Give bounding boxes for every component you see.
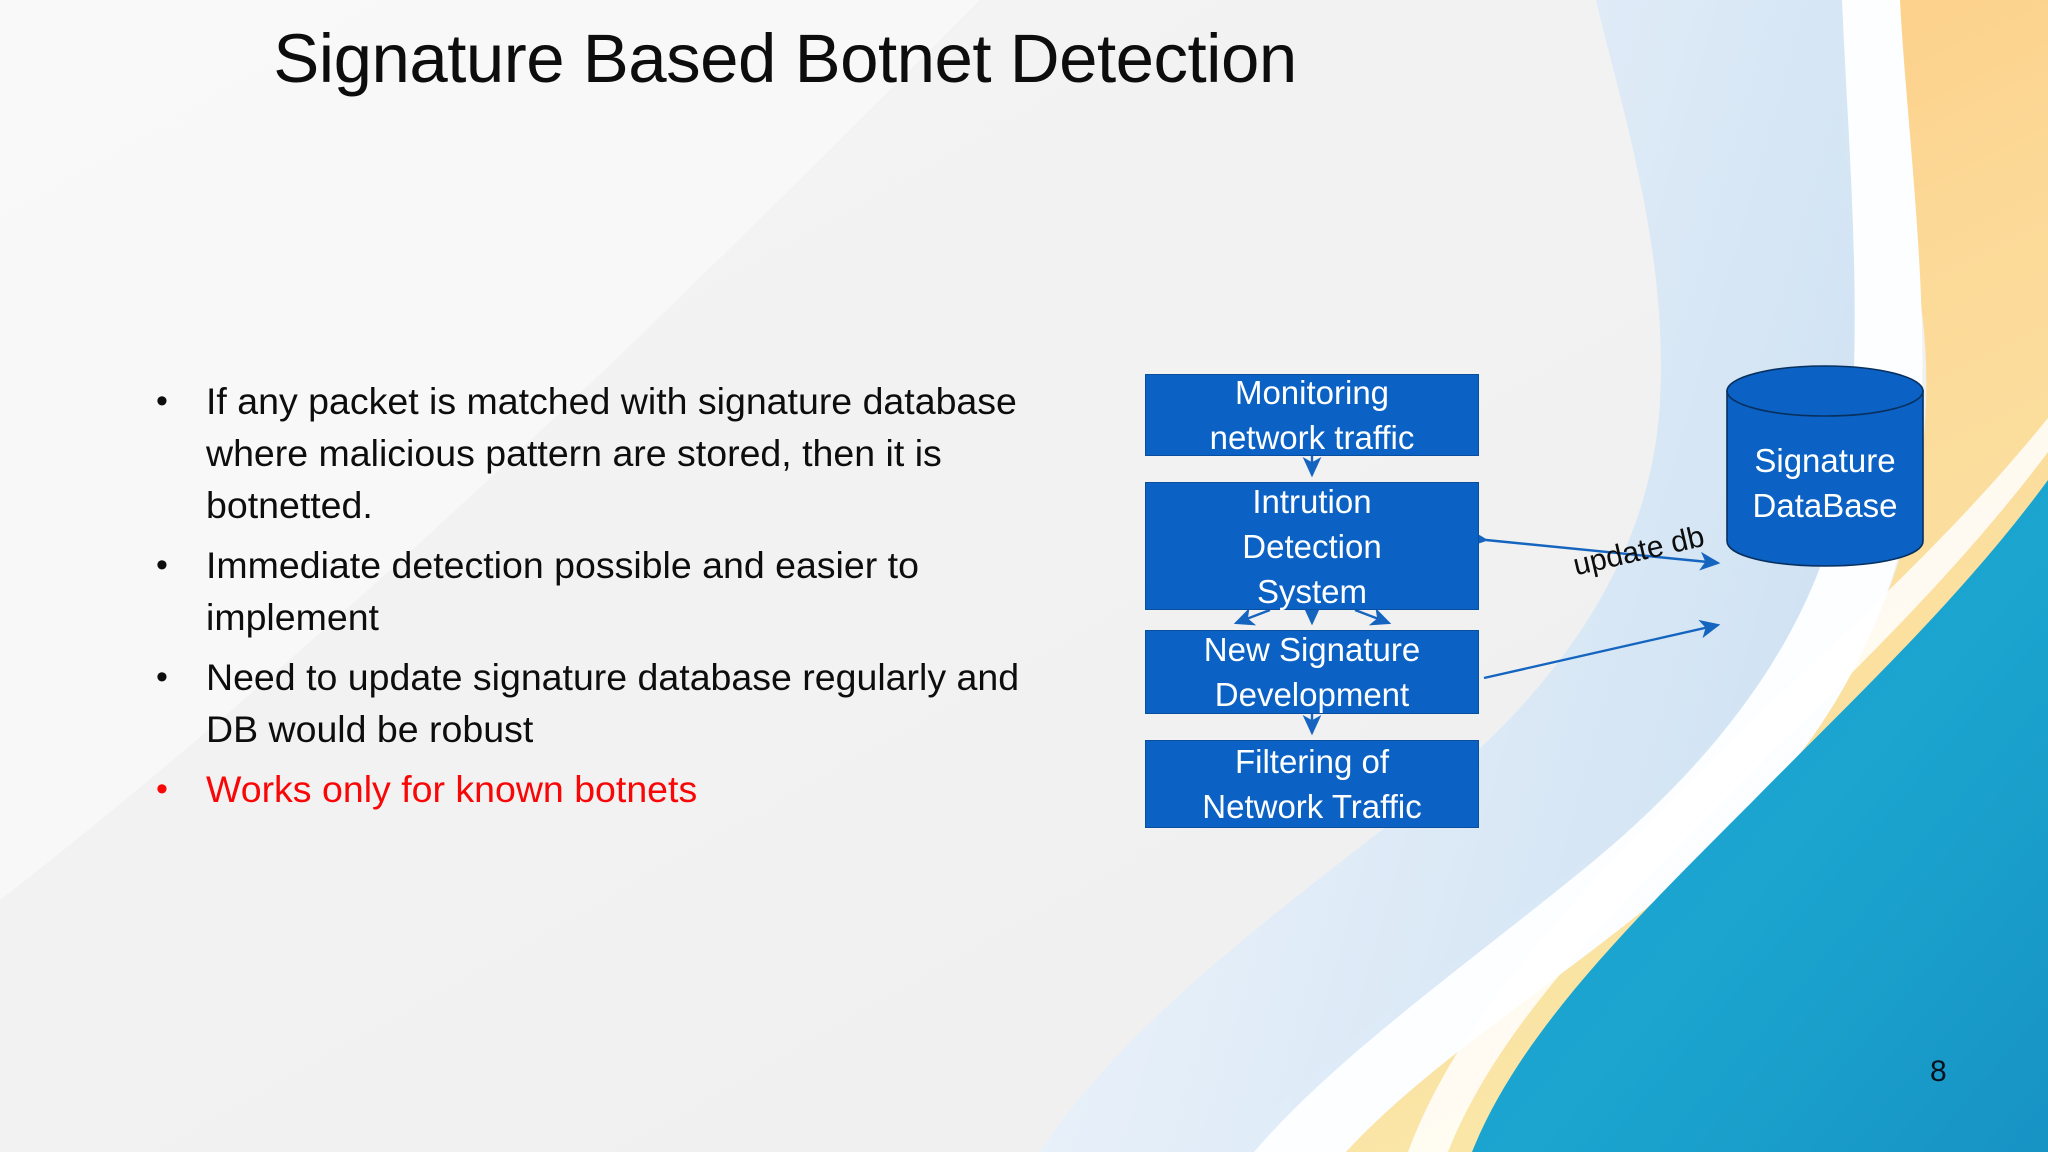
botnet-detection-flowchart: Monitoring network traffic Intrution Det… [1140,360,2048,960]
bullet-list: • If any packet is matched with signatur… [148,375,1060,823]
bullet-text: Immediate detection possible and easier … [206,544,919,638]
flowchart-connectors [1233,456,1721,736]
list-item: • If any packet is matched with signatur… [148,375,1060,531]
bullet-text: Works only for known botnets [206,768,698,810]
bullet-text: Need to update signature database regula… [206,656,1020,750]
list-item: • Need to update signature database regu… [148,651,1060,755]
database-cylinder-icon[interactable] [1725,363,1925,569]
flow-node-filtering-network-traffic[interactable]: Filtering of Network Traffic [1145,740,1479,828]
bullet-marker: • [156,770,168,808]
list-item: • Immediate detection possible and easie… [148,539,1060,643]
bullet-marker: • [156,546,168,584]
slide-title: Signature Based Botnet Detection [273,20,1297,97]
bullet-marker: • [156,658,168,696]
bullet-marker: • [156,382,168,420]
list-item-highlight: • Works only for known botnets [148,763,1060,815]
page-number: 8 [1930,1055,1947,1088]
flow-node-new-signature-development[interactable]: New Signature Development [1145,630,1479,714]
flow-node-intrusion-detection-system[interactable]: Intrution Detection System [1145,482,1479,610]
flow-node-monitoring[interactable]: Monitoring network traffic [1145,374,1479,456]
bullet-text: If any packet is matched with signature … [206,380,1017,526]
